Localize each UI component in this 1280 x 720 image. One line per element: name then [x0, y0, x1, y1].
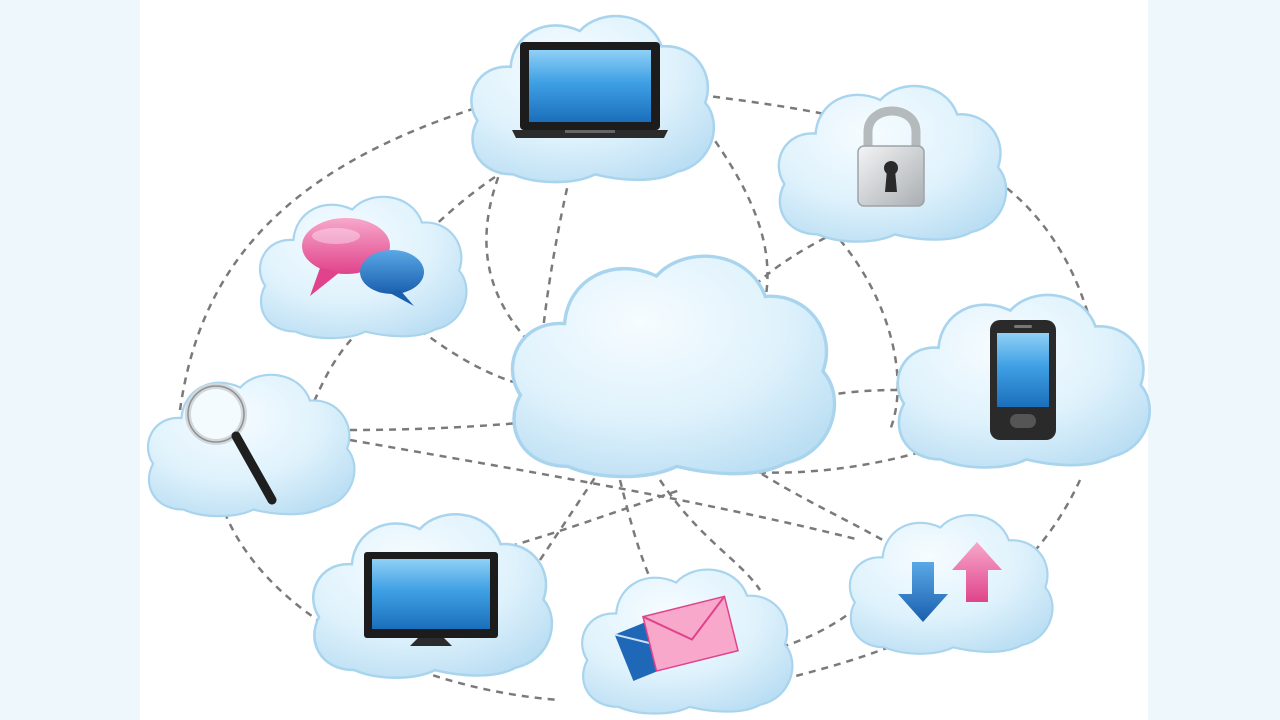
central-cloud [510, 254, 837, 479]
envelopes-icon [614, 595, 739, 681]
smartphone-icon [990, 320, 1056, 440]
chat-cloud [258, 195, 468, 340]
upload-download-arrows-icon [898, 542, 1002, 622]
speech-bubbles-icon [302, 218, 424, 306]
right-side-panel [1148, 0, 1280, 720]
search-cloud [146, 373, 356, 518]
padlock-icon [857, 106, 925, 207]
laptop-icon [512, 42, 668, 138]
transfer-cloud [848, 513, 1054, 655]
monitor-cloud [311, 512, 554, 680]
magnifying-glass-icon [185, 383, 277, 505]
mail-cloud [580, 568, 794, 715]
lock-cloud [777, 84, 1008, 243]
phone-cloud [896, 293, 1152, 469]
monitor-icon [364, 552, 498, 646]
laptop-cloud [470, 14, 716, 184]
left-side-panel [0, 0, 140, 720]
